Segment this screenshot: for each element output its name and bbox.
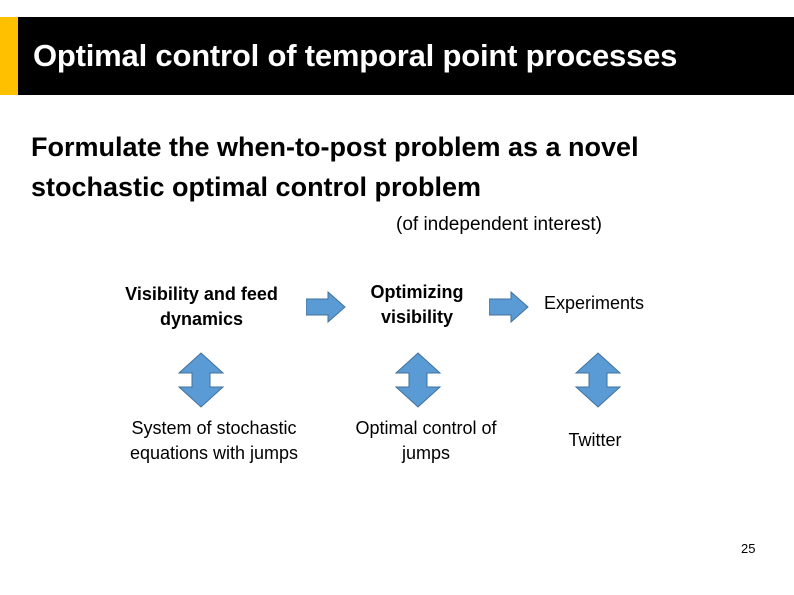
title-accent-stripe xyxy=(0,17,18,95)
arrow-right-icon-1 xyxy=(305,290,346,329)
page-title: Optimal control of temporal point proces… xyxy=(33,38,678,73)
arrow-updown-icon-1 xyxy=(175,352,227,413)
diagram-node-experiments: Experiments xyxy=(543,293,645,313)
arrow-updown-icon-3 xyxy=(572,352,624,413)
subnote-text: (of independent interest) xyxy=(396,214,602,235)
headline-text: Formulate the when-to-post problem as a … xyxy=(31,132,639,202)
slide-title-bar: Optimal control of temporal point proces… xyxy=(0,17,794,95)
diagram-node-optimizing-visibility: Optimizing visibility xyxy=(370,282,464,327)
diagram-node-twitter: Twitter xyxy=(568,430,622,450)
diagram-node-visibility-feed-dynamics: Visibility and feed dynamics xyxy=(125,284,278,329)
arrow-right-icon-2 xyxy=(488,290,529,329)
diagram-node-optimal-control-jumps: Optimal control of jumps xyxy=(355,418,497,463)
arrow-updown-icon-2 xyxy=(392,352,444,413)
diagram-node-system-stochastic-equations: System of stochastic equations with jump… xyxy=(129,418,299,463)
page-number: 25 xyxy=(741,541,756,556)
